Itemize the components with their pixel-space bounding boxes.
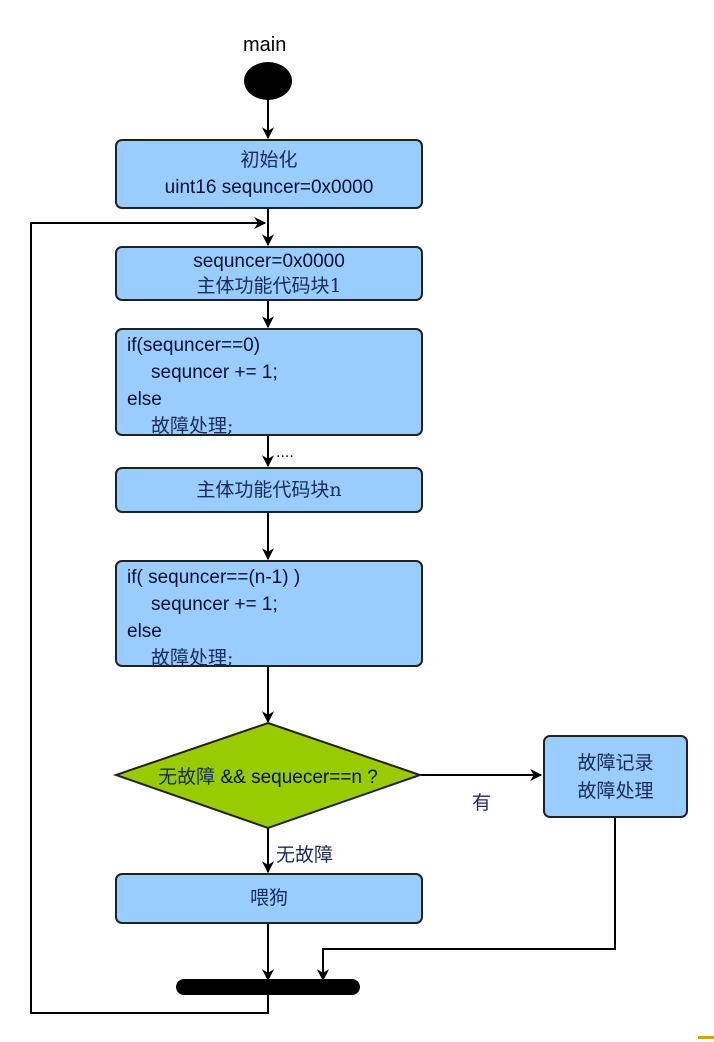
feed-watchdog-node: 喂狗 [115,873,423,924]
block1-code: sequncer=0x0000 [193,250,345,272]
block1-title: 主体功能代码块1 [196,274,342,297]
init-node: 初始化 uint16 sequncer=0x0000 [115,139,423,209]
block1-node: sequncer=0x0000 主体功能代码块1 [115,246,423,301]
check1-node: if(sequncer==0) sequncer += 1; else 故障处理… [115,328,423,437]
edge-loop-back [30,217,269,1014]
check1-else: else [127,389,162,410]
checkn-increment: sequncer += 1; [151,594,278,615]
feed-watchdog-title: 喂狗 [249,887,288,909]
blockn-node: 主体功能代码块n [115,467,423,513]
decision-label: 无故障 && sequecer==n ? [118,762,418,789]
edge-fault-join [317,818,616,982]
start-label: main [243,34,287,56]
init-code: uint16 sequncer=0x0000 [164,177,374,198]
check1-increment: sequncer += 1; [151,362,278,383]
fault-handle: 故障处理 [577,779,654,802]
yes-edge-label: 有 [472,792,492,814]
checkn-node: if( sequncer==(n-1) ) sequncer += 1; els… [115,560,423,669]
decision-diamond [112,721,424,830]
checkn-fault: 故障处理; [151,647,234,669]
ellipsis-label: .... [276,444,294,461]
start-node [244,62,292,100]
check1-if: if(sequncer==0) [127,335,261,356]
decision-label-zh: 无故障 [158,766,216,788]
checkn-if: if( sequncer==(n-1) ) [127,567,301,588]
fault-node: 故障记录 故障处理 [543,735,688,818]
no-fault-edge-label: 无故障 [276,844,334,866]
init-title: 初始化 [240,149,298,171]
blockn-title: 主体功能代码块n [196,478,342,501]
decision-label-en: && sequecer==n ? [215,767,378,788]
corner-mark [698,1036,714,1039]
join-bar [176,979,360,995]
check1-fault: 故障处理; [151,415,234,437]
checkn-else: else [127,621,162,642]
fault-record: 故障记录 [577,751,654,774]
